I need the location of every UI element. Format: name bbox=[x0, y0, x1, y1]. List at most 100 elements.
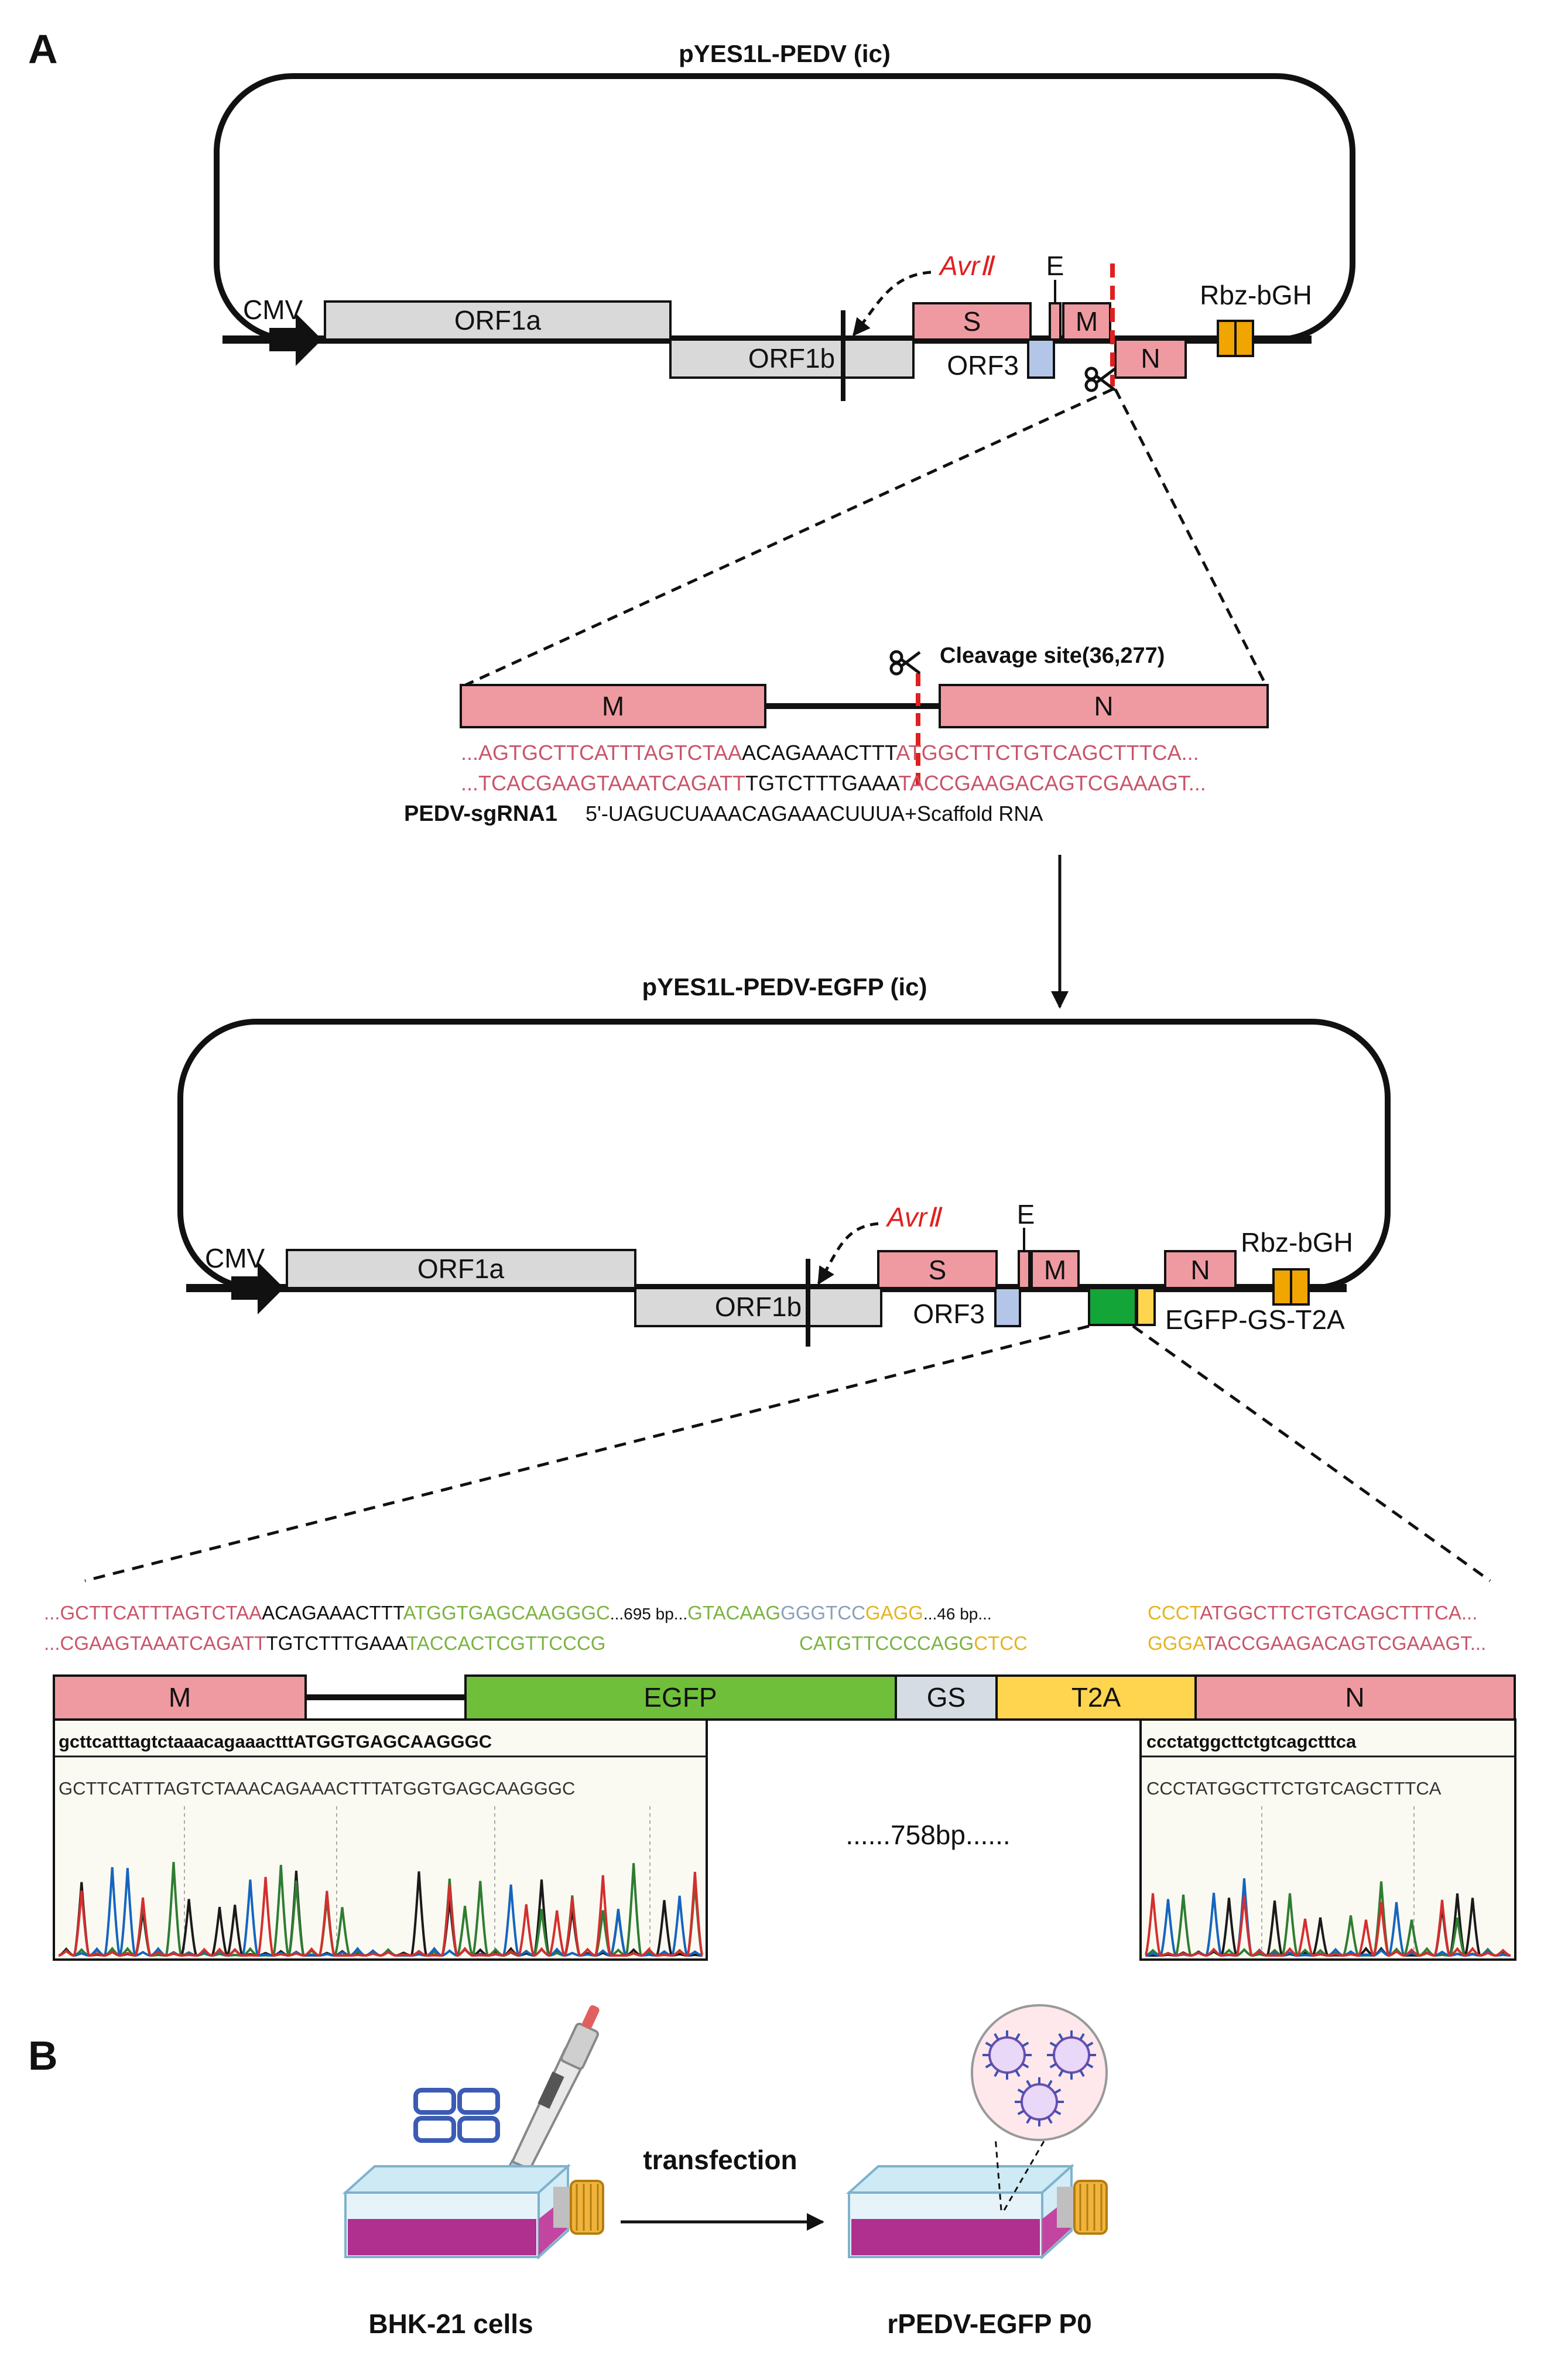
virus-spike bbox=[985, 2042, 993, 2047]
plasmid2-backbone bbox=[177, 1019, 1391, 1291]
plasmid1-n-box bbox=[1114, 338, 1187, 379]
insert-t2a-box bbox=[995, 1674, 1197, 1721]
plasmid2-avrii-label: AvrⅡ bbox=[885, 1202, 943, 1232]
plasmid1-cmv-arrow bbox=[269, 313, 322, 366]
zoom1-seq-top-left: ...AGTGCTTCATTTAGTCTAA bbox=[461, 741, 742, 765]
virus-spike bbox=[1079, 2033, 1085, 2041]
virus-spike bbox=[1017, 2088, 1025, 2094]
plasmid1-n-label: N bbox=[1141, 343, 1160, 374]
plasmid2-orf1b-label: ORF1b bbox=[715, 1292, 802, 1322]
insert-t10: ATGGCTTCTGTCAGCTTTCA... bbox=[1200, 1602, 1477, 1624]
virus-spike bbox=[1017, 2109, 1025, 2115]
magnifier-line-right bbox=[1003, 2133, 1049, 2211]
virus-spike bbox=[1015, 2069, 1021, 2077]
virus-spike bbox=[1021, 2042, 1029, 2047]
zoom1-n-label: N bbox=[1094, 691, 1113, 721]
plasmid2-orf1a-label: ORF1a bbox=[417, 1254, 505, 1284]
insert-b9: GGGA bbox=[1148, 1632, 1206, 1654]
chromatogram-left bbox=[53, 1718, 708, 1961]
zoom1-right-line bbox=[1114, 388, 1268, 686]
insert-gs-box bbox=[895, 1674, 998, 1721]
virus-spike bbox=[1047, 2116, 1053, 2124]
plasmid2-egfp-box bbox=[1088, 1287, 1137, 1326]
insert-b10: TACCGAAGACAGTCGAAAGT... bbox=[1204, 1632, 1487, 1654]
plasmid1-orf3-box bbox=[1027, 338, 1055, 379]
virus-spike bbox=[1047, 2080, 1053, 2088]
plasmid1-avrii-pointer bbox=[853, 270, 932, 337]
chromatogram-trace bbox=[1144, 1893, 1511, 1957]
insert-seq-bottom: ...CGAAGTAAATCAGATTTGTCTTTGAAATACCACTCGT… bbox=[44, 1632, 605, 1654]
zoom1-seq-bot-left: ...TCACGAAGTAAATCAGATT bbox=[461, 771, 745, 795]
virus-spike bbox=[1058, 2033, 1064, 2041]
insert-seq-top: ...GCTTCATTTAGTCTAAACAGAAACTTTATGGTGAGCA… bbox=[44, 1602, 992, 1624]
chromatogram-left-seq-lower: gcttcatttagtctaaacagaaactttATGGTGAGCAAGG… bbox=[59, 1731, 492, 1752]
virus-particle bbox=[1021, 2083, 1058, 2121]
plasmid2-egfp-label: EGFP-GS-T2A bbox=[1165, 1304, 1345, 1335]
virus-spike bbox=[1026, 2116, 1032, 2124]
plasmid2-orf3-box bbox=[994, 1287, 1021, 1327]
plasmid2-s-label: S bbox=[929, 1255, 947, 1285]
transfection-label: transfection bbox=[643, 2145, 797, 2175]
plasmid1-e-box bbox=[1049, 302, 1062, 341]
virus-particle bbox=[988, 2036, 1026, 2074]
zoom1-m-box bbox=[460, 684, 766, 728]
plasmid1-orf1b-box bbox=[669, 338, 915, 379]
plasmid1-orf1b-label: ORF1b bbox=[748, 343, 835, 374]
chromatogram-right-traces bbox=[1144, 1878, 1511, 1957]
zoom1-scissors-icon bbox=[891, 652, 920, 674]
insert-t6: GGGTCC bbox=[780, 1602, 865, 1624]
zoom2-right-line bbox=[1132, 1324, 1491, 1583]
chromatogram-trace bbox=[58, 1872, 704, 1957]
insert-n-box bbox=[1194, 1674, 1516, 1721]
zoom1-n-box bbox=[939, 684, 1269, 728]
chromatogram-right-seq-upper: CCCTATGGCTTCTGTCAGCTTTCA bbox=[1146, 1778, 1442, 1799]
plasmid2-cmv-arrow bbox=[231, 1262, 284, 1314]
virus-spike bbox=[985, 2063, 993, 2069]
insert-t2: ACAGAAACTTT bbox=[262, 1602, 405, 1624]
chromatogram-right bbox=[1139, 1718, 1516, 1961]
cells-label: BHK-21 cells bbox=[368, 2309, 533, 2339]
zoom1-cleavage-label: Cleavage site(36,277) bbox=[940, 643, 1165, 668]
insert-gs-label: GS bbox=[927, 1682, 966, 1713]
plasmid2-t2a-box bbox=[1136, 1287, 1156, 1326]
plasmid1-title: pYES1L-PEDV (ic) bbox=[679, 40, 891, 67]
insert-t8: ...46 bp... bbox=[923, 1605, 992, 1623]
virus-spike bbox=[994, 2033, 999, 2041]
plasmid1-m-box bbox=[1062, 302, 1111, 341]
plasmid2-m-label: M bbox=[1044, 1255, 1066, 1285]
plasmid2-orf1b-box bbox=[634, 1287, 882, 1327]
plasmid1-s-label: S bbox=[963, 306, 981, 337]
virus-spike bbox=[1058, 2069, 1064, 2077]
insert-seq-bottom-mid: CATGTTCCCCAGGCTCC bbox=[799, 1632, 1028, 1654]
chromatogram-right-gridlines bbox=[1261, 1806, 1415, 1950]
insert-egfp-box bbox=[464, 1674, 897, 1721]
plasmid2-avrii-pointer bbox=[817, 1222, 879, 1285]
insert-t3: ATGGTGAGCAAGGGC bbox=[403, 1602, 610, 1624]
plasmid2-s-box bbox=[877, 1250, 998, 1289]
product-label: rPEDV-EGFP P0 bbox=[887, 2309, 1091, 2339]
insert-seq-bottom-right: GGGATACCGAAGACAGTCGAAAGT... bbox=[1148, 1632, 1486, 1654]
insert-b5: CATGTTCCCCAGG bbox=[799, 1632, 974, 1654]
insert-seq-top-right: CCCTATGGCTTCTGTCAGCTTTCA... bbox=[1148, 1602, 1477, 1624]
panel-a-label: A bbox=[28, 26, 58, 72]
plasmid1-rbz-label: Rbz-bGH bbox=[1200, 280, 1312, 310]
plasmid1-orf3-label: ORF3 bbox=[947, 350, 1019, 381]
zoom1-sgrna-seq: 5'-UAGUCUAAACAGAAACUUUA+Scaffold RNA bbox=[586, 802, 1043, 826]
plasmid1-orf1a-box bbox=[324, 300, 672, 341]
plasmid2-m-box bbox=[1031, 1250, 1080, 1289]
virus-spike bbox=[1086, 2042, 1094, 2047]
insert-b6: CTCC bbox=[974, 1632, 1028, 1654]
zoom2-left-line bbox=[84, 1324, 1090, 1583]
virus-spike bbox=[1086, 2063, 1094, 2069]
plasmid2-e-label: E bbox=[1017, 1199, 1035, 1230]
chromatogram-left-gridlines bbox=[184, 1806, 651, 1950]
plasmid1-e-label: E bbox=[1046, 251, 1064, 281]
plasmid2-cmv-label: CMV bbox=[205, 1243, 265, 1273]
plasmid2-e-box bbox=[1018, 1250, 1031, 1289]
insert-t2a-label: T2A bbox=[1071, 1682, 1121, 1713]
magnifier-line-left bbox=[994, 2136, 1002, 2211]
chromatogram-left-traces bbox=[58, 1862, 704, 1957]
insert-b3: TACCACTCGTTCCCG bbox=[406, 1632, 605, 1654]
insert-t9: CCCT bbox=[1148, 1602, 1201, 1624]
